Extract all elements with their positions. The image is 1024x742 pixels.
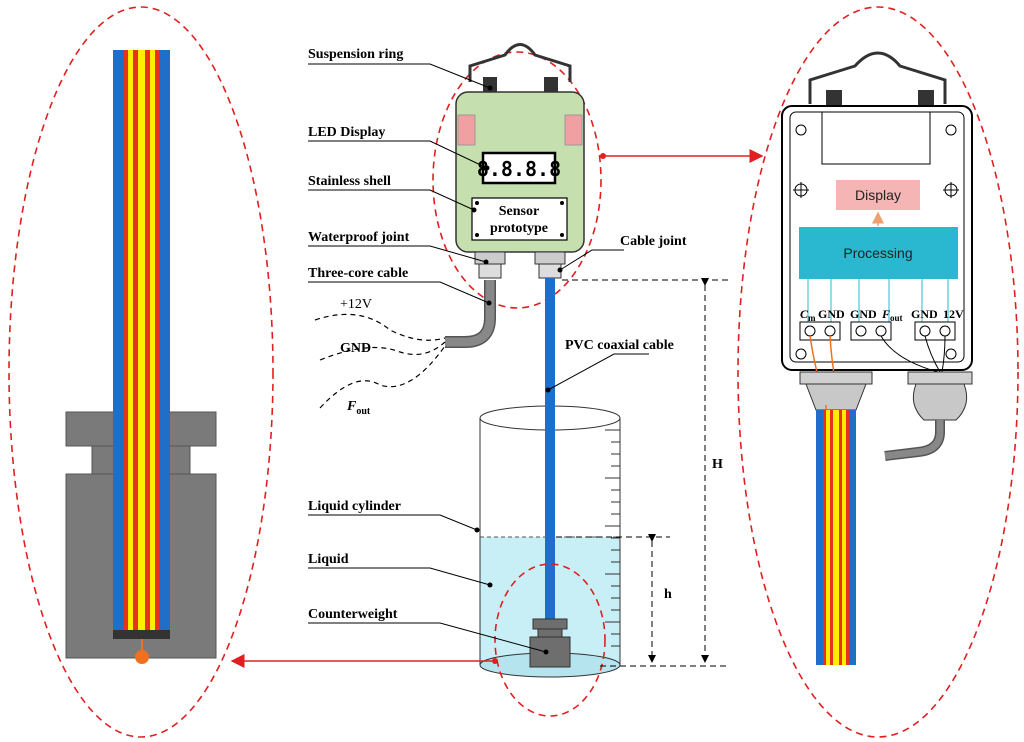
waterproof-joint [474,251,506,279]
label-waterproof-joint: Waterproof joint [308,230,410,245]
counterweight-callout-ellipse [494,563,606,717]
pink-pad-right [564,114,583,146]
led-display-value: 8.8.8.8 [477,157,561,181]
label-stainless-shell: Stainless shell [308,174,391,189]
dimension-h-label: h [664,587,672,602]
terminal-gnd3-label: GND [911,307,938,321]
label-three-core-cable: Three-core cable [308,266,408,281]
detail-cable-gland [799,371,873,411]
wire-12v-label: +12V [340,297,372,312]
display-box-label: Display [855,187,901,203]
terminal-gnd2-label: GND [850,307,877,321]
detail-coax-cable [816,410,856,665]
label-cable-joint: Cable joint [620,234,687,249]
terminal-cm-label: Cm [800,307,816,323]
wire-12v [314,313,446,341]
processing-box-label: Processing [843,245,912,261]
label-led-display: LED Display [308,125,385,140]
terminal-blocks [799,321,956,341]
led-display [481,151,557,185]
sensor-callout-ellipse [432,51,602,309]
wire-gnd [319,341,446,361]
display-box [836,180,920,210]
terminal-fout-label: Fout [881,307,903,323]
processing-box [799,227,958,279]
terminal-gnd1-label: GND [818,307,845,321]
pvc-coaxial-cable [545,278,555,626]
sensor-label-line2: prototype [490,221,548,236]
coax-cross-section [113,50,170,664]
counterweight [529,618,571,668]
terminal-12v-label: 12V [943,307,964,321]
pink-pad-left [457,114,476,146]
label-liquid-cylinder: Liquid cylinder [308,499,401,514]
left-callout-ellipse [8,6,274,738]
label-counterweight: Counterweight [308,607,398,622]
cable-joint [534,251,566,279]
label-liquid: Liquid [308,552,349,567]
sensor-label-line1: Sensor [499,204,539,219]
suspension-ring [468,43,572,82]
wire-fout [319,345,446,409]
wire-gnd-label: GND [340,341,371,356]
dimension-H-label: H [712,457,723,472]
detail-suspension-ring [808,51,947,104]
right-callout-ellipse [737,6,1019,738]
ring-clip-right [544,77,558,93]
label-suspension-ring: Suspension ring [308,47,403,62]
detail-waterproof-gland [907,371,973,421]
wire-fout-label: Fout [346,399,371,417]
ring-clip-left [483,77,497,93]
sensor-label-plate [471,197,568,241]
label-pvc-coaxial-cable: PVC coaxial cable [565,338,674,353]
